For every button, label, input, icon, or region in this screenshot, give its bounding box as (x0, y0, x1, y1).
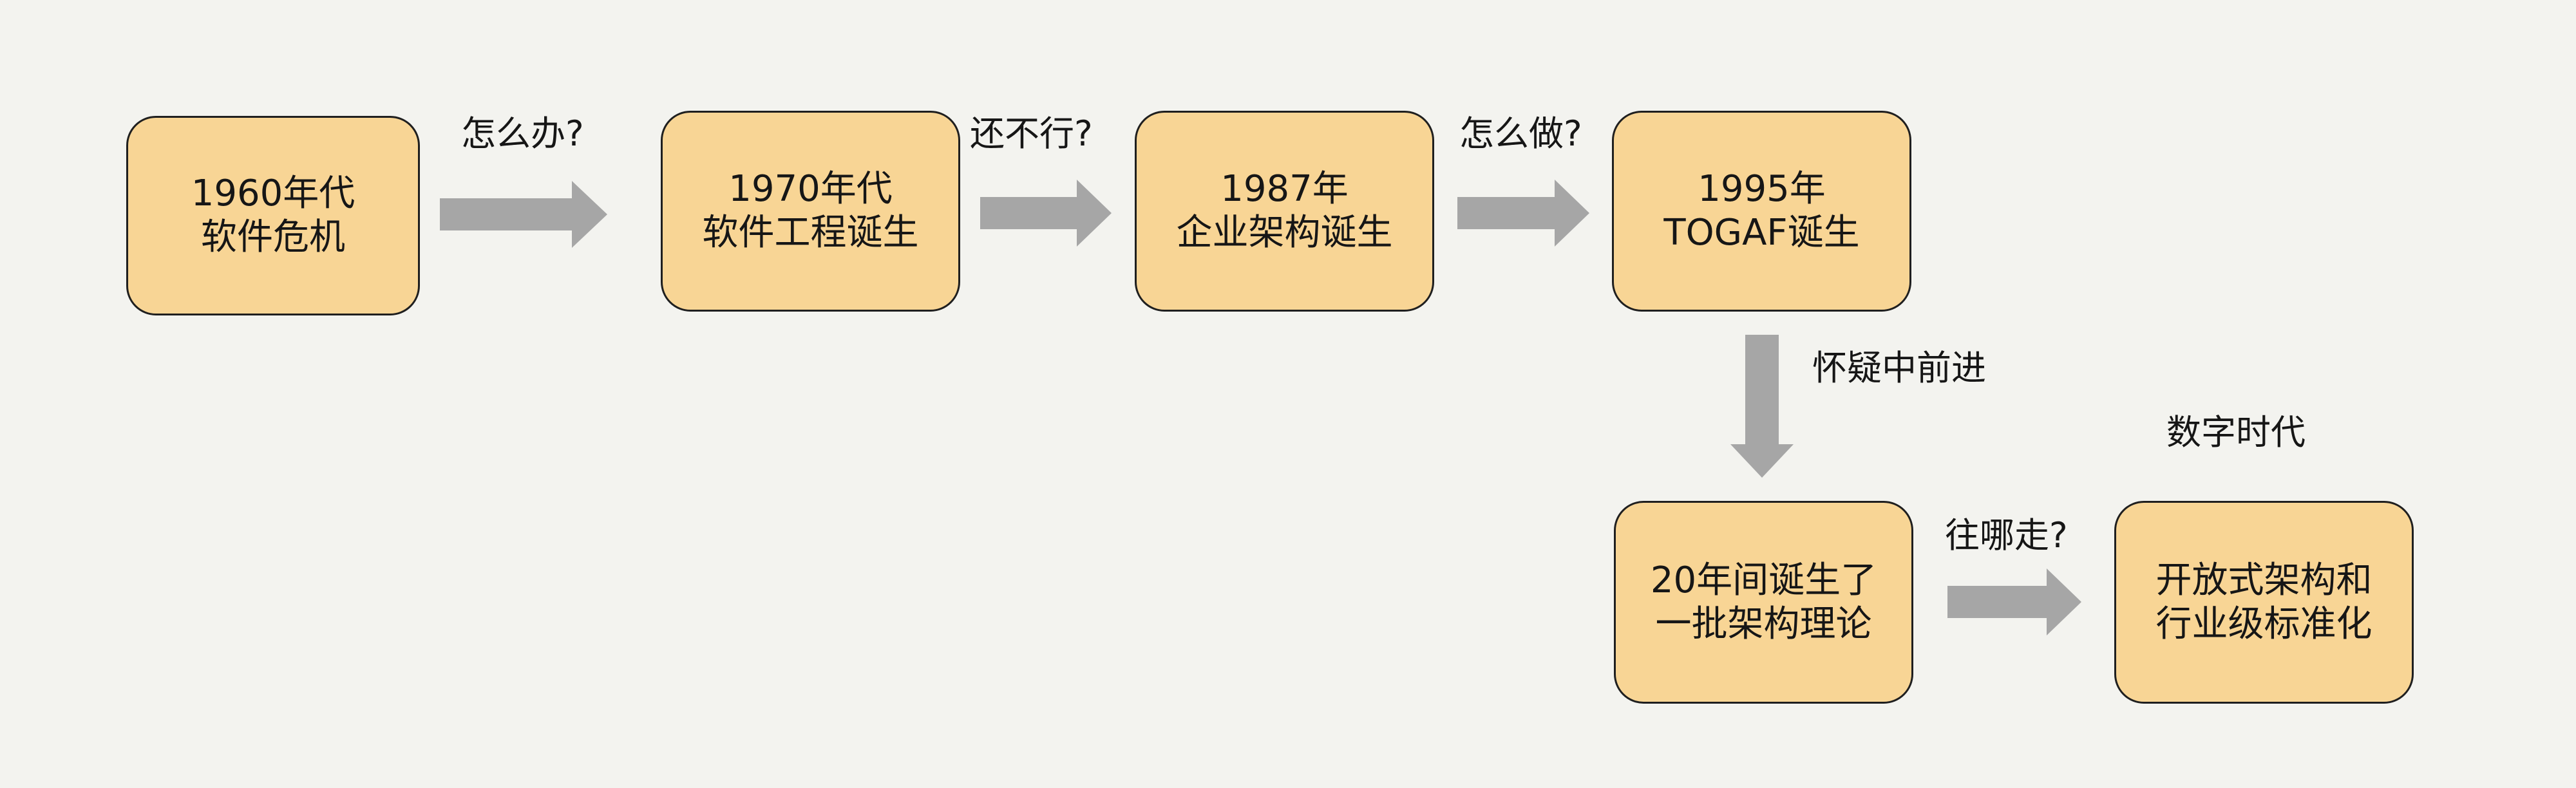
edge-label-where-to-go: 往哪走? (1945, 515, 2068, 556)
node-1960s-line1: 1960年代 (191, 173, 355, 214)
node-1970s-line2: 软件工程诞生 (702, 212, 919, 254)
node-20years-line1: 20年间诞生了 (1650, 559, 1877, 601)
node-1987-line2: 企业架构诞生 (1176, 212, 1393, 254)
node-20-years-architecture-theories: 20年间诞生了 一批架构理论 (1614, 501, 1913, 704)
era-label-digital-age: 数字时代 (2166, 412, 2306, 453)
arrow-1960-to-1970 (440, 181, 607, 248)
arrow-20years-to-open (1947, 568, 2081, 635)
node-1995-togaf: 1995年 TOGAF诞生 (1612, 111, 1911, 312)
node-20years-line2: 一批架构理论 (1655, 603, 1872, 645)
node-1970s-line1: 1970年代 (728, 168, 893, 210)
node-1960s-software-crisis: 1960年代 软件危机 (126, 116, 420, 315)
edge-label-still-not-working: 还不行? (970, 113, 1093, 154)
arrow-1970-to-1987 (980, 180, 1112, 247)
edge-label-progress-in-doubt: 怀疑中前进 (1812, 348, 1986, 388)
edge-label-how-to-do: 怎么做? (1459, 113, 1582, 154)
arrow-1987-to-1995 (1457, 180, 1589, 247)
node-1995-line1: 1995年 (1698, 168, 1826, 210)
node-1987-line1: 1987年 (1220, 168, 1349, 210)
node-1960s-line2: 软件危机 (201, 216, 345, 258)
node-open-line1: 开放式架构和 (2155, 559, 2372, 601)
arrow-1995-to-20years (1730, 335, 1794, 478)
node-1995-line2: TOGAF诞生 (1663, 212, 1860, 254)
node-open-architecture-standards: 开放式架构和 行业级标准化 (2114, 501, 2414, 704)
node-1987-enterprise-architecture: 1987年 企业架构诞生 (1135, 111, 1434, 312)
node-1970s-software-engineering: 1970年代 软件工程诞生 (661, 111, 960, 312)
edge-label-what-to-do: 怎么办? (461, 113, 584, 154)
node-open-line2: 行业级标准化 (2155, 603, 2372, 645)
